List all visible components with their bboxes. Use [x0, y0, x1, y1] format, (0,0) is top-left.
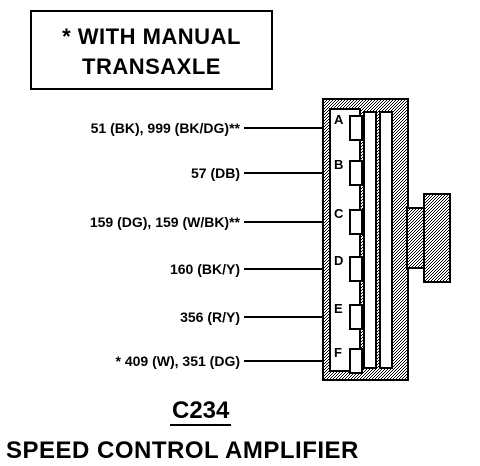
terminal-d — [349, 256, 363, 282]
manual-transaxle-note-box: * WITH MANUAL TRANSAXLE — [30, 10, 273, 90]
pin-letter-d: D — [334, 253, 343, 268]
wire-label-pin-a: 51 (BK), 999 (BK/DG)** — [90, 120, 240, 136]
connector-title: SPEED CONTROL AMPLIFIER — [6, 437, 359, 464]
inner-slot-2 — [379, 111, 393, 369]
connector-housing — [322, 98, 451, 381]
terminal-c — [349, 209, 363, 235]
pin-channel — [329, 108, 361, 372]
inner-slot-1 — [363, 111, 377, 369]
terminal-f — [349, 348, 363, 374]
wire-label-pin-d: 160 (BK/Y) — [169, 261, 240, 277]
wire-label-pin-f: * 409 (W), 351 (DG) — [115, 353, 240, 369]
wire-label-pin-c: 159 (DG), 159 (W/BK)** — [89, 214, 240, 230]
wire-label-pin-e: 356 (R/Y) — [180, 309, 240, 325]
pin-letter-c: C — [334, 206, 344, 221]
terminals — [349, 115, 363, 374]
note-text: * WITH MANUAL TRANSAXLE — [62, 24, 241, 79]
pin-letter-f: F — [334, 345, 342, 360]
terminal-e — [349, 304, 363, 330]
pin-letter-a: A — [334, 112, 344, 127]
housing-neck — [406, 207, 426, 269]
terminal-a — [349, 115, 363, 141]
housing-latch — [423, 193, 451, 283]
pin-letter-b: B — [334, 157, 343, 172]
wire-label-pin-b: 57 (DB) — [190, 165, 240, 181]
terminal-b — [349, 160, 363, 186]
connector-id: C234 — [170, 397, 232, 426]
pin-letter-e: E — [334, 301, 343, 316]
